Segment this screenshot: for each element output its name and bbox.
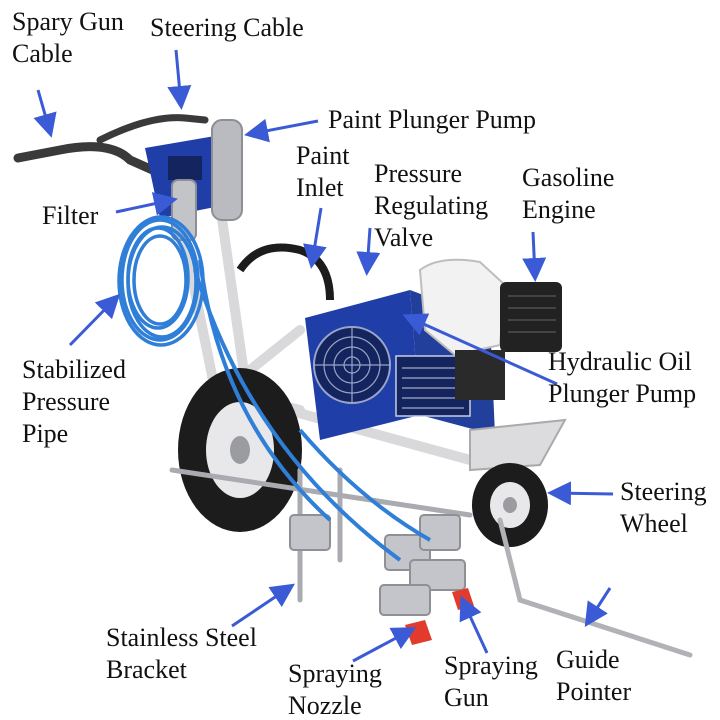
handlebar-right — [96, 114, 209, 144]
label-spray-gun-cable-line1: Spary Gun — [12, 7, 124, 36]
label-pressure-regulating-valve-line1: Pressure — [374, 159, 463, 188]
label-gasoline-engine-line1: Gasoline — [522, 163, 615, 192]
label-steering-wheel-line1: Steering — [620, 477, 707, 506]
label-paint-plunger-pump-line1: Paint Plunger Pump — [328, 105, 537, 134]
label-spraying-nozzle-line2: Nozzle — [288, 691, 362, 720]
label-pressure-regulating-valve-line3: Valve — [374, 223, 434, 252]
stabilized-pressure-pipe-coil — [117, 215, 205, 347]
label-spraying-gun-line2: Gun — [444, 683, 489, 712]
fan-guard-mesh — [314, 327, 390, 403]
label-spraying-nozzle-line1: Spraying — [288, 659, 382, 688]
label-steering-cable: Steering Cable — [150, 12, 304, 44]
front-tray — [469, 418, 567, 472]
label-guide-pointer-line2: Pointer — [556, 677, 632, 706]
label-stabilized-pressure-pipe-line1: Stabilized — [22, 355, 126, 384]
label-guide-pointer-line1: Guide — [556, 645, 620, 674]
label-hydraulic-oil-plunger-pump: Hydraulic Oil Plunger Pump — [548, 346, 696, 410]
label-spraying-gun-line1: Spraying — [444, 651, 538, 680]
label-pressure-regulating-valve-line2: Regulating — [374, 191, 489, 220]
label-gasoline-engine-line2: Engine — [522, 195, 596, 224]
spray-gun-assemblies — [289, 514, 466, 616]
label-steering-cable-line1: Steering Cable — [150, 13, 304, 42]
handlebar — [13, 142, 180, 185]
paint-plunger-pump-shape — [211, 119, 243, 221]
label-spraying-nozzle: Spraying Nozzle — [288, 658, 382, 720]
label-steering-wheel-line2: Wheel — [620, 509, 688, 538]
label-spray-gun-cable-line2: Cable — [12, 39, 73, 68]
label-spraying-gun: Spraying Gun — [444, 650, 538, 714]
label-paint-inlet: Paint Inlet — [296, 140, 349, 204]
spraying-nozzle-shape — [405, 620, 432, 645]
label-stainless-steel-bracket: Stainless Steel Bracket — [106, 622, 257, 686]
label-guide-pointer: Guide Pointer — [556, 644, 631, 708]
label-spray-gun-cable: Spary Gun Cable — [12, 6, 124, 70]
label-steering-wheel: Steering Wheel — [620, 476, 707, 540]
label-hydraulic-oil-plunger-pump-line2: Plunger Pump — [548, 379, 697, 408]
control-display — [168, 156, 202, 180]
label-stabilized-pressure-pipe: Stabilized Pressure Pipe — [22, 354, 126, 450]
spray-hoses — [193, 259, 431, 562]
steering-wheel — [472, 463, 548, 547]
label-pressure-regulating-valve: Pressure Regulating Valve — [374, 158, 488, 254]
guide-pointer-rod — [497, 517, 693, 658]
label-stainless-steel-bracket-line1: Stainless Steel — [106, 623, 257, 652]
label-paint-plunger-pump: Paint Plunger Pump — [328, 104, 536, 136]
label-hydraulic-oil-plunger-pump-line1: Hydraulic Oil — [548, 347, 692, 376]
label-paint-inlet-line2: Inlet — [296, 173, 344, 202]
spraying-gun-nozzle-shape — [452, 588, 474, 610]
rear-wheel — [178, 368, 302, 532]
paint-inlet-hose — [236, 243, 334, 301]
label-stabilized-pressure-pipe-line3: Pipe — [22, 419, 69, 448]
label-stainless-steel-bracket-line2: Bracket — [106, 655, 187, 684]
label-filter-line1: Filter — [42, 201, 99, 230]
label-filter: Filter — [42, 200, 98, 232]
label-gasoline-engine: Gasoline Engine — [522, 162, 614, 226]
label-paint-inlet-line1: Paint — [296, 141, 350, 170]
label-stabilized-pressure-pipe-line2: Pressure — [22, 387, 111, 416]
